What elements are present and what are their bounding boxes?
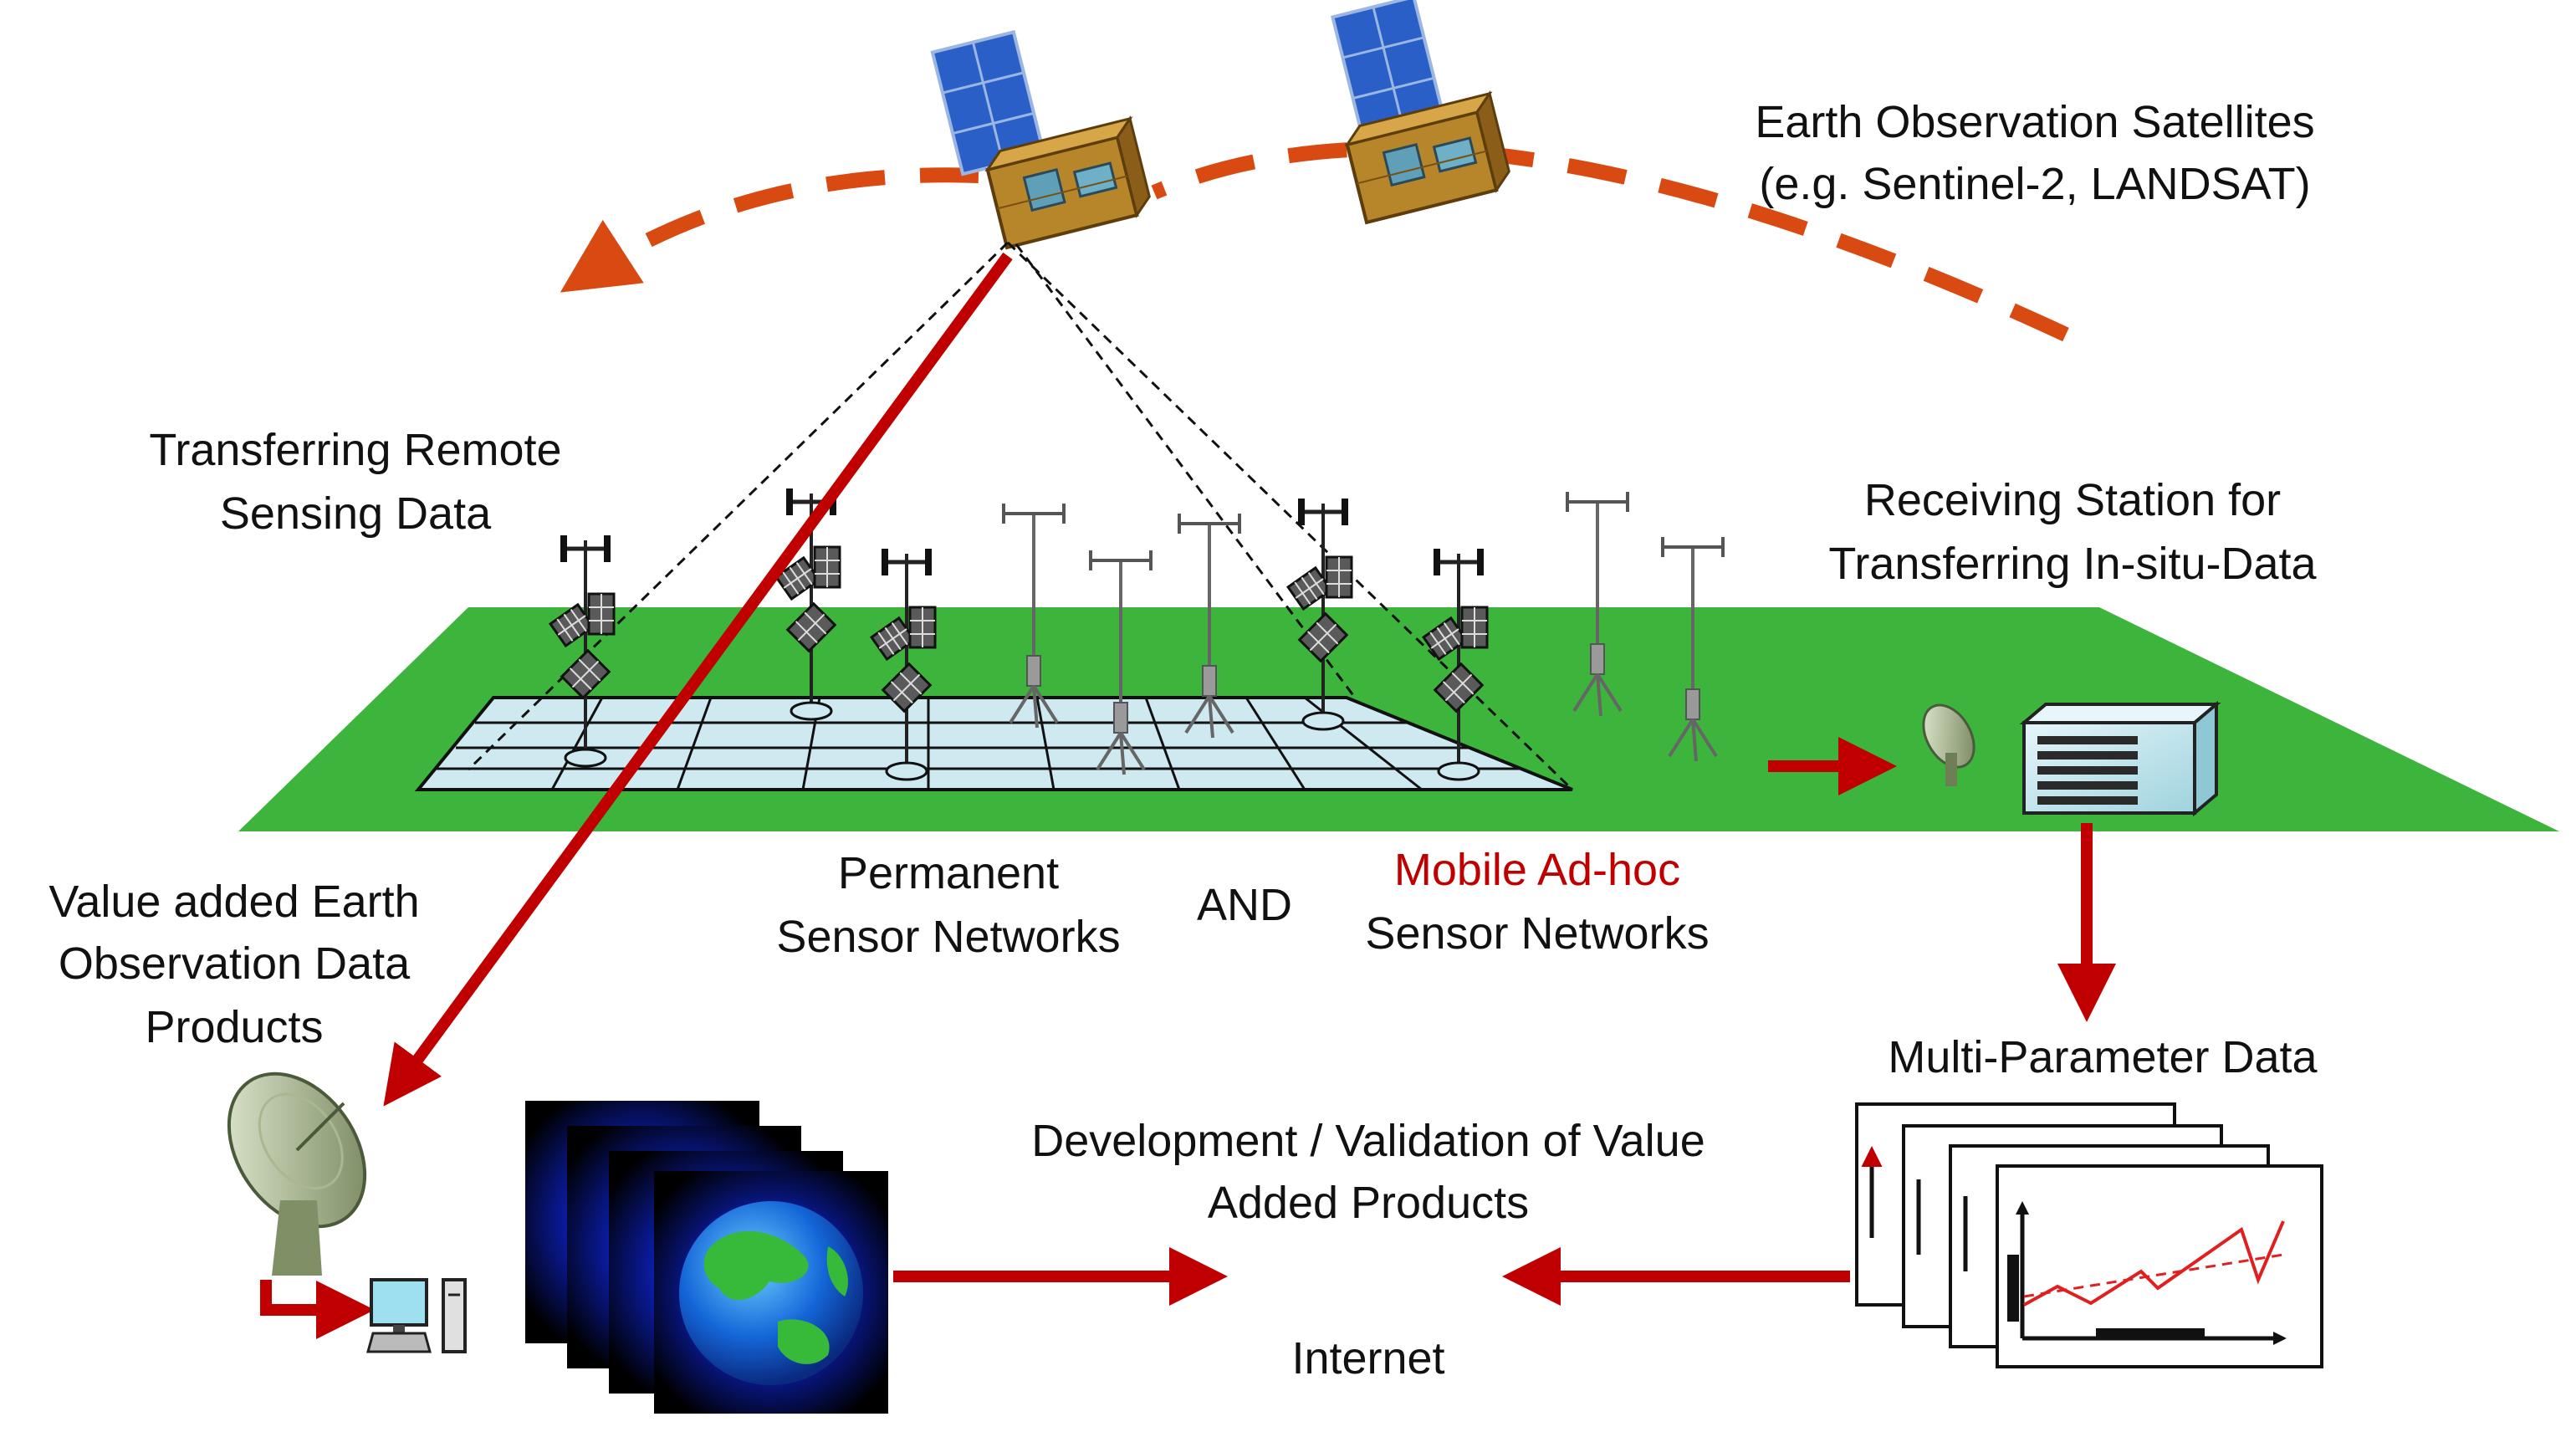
svg-text:Mobile Ad-hoc: Mobile Ad-hoc — [1394, 845, 1680, 895]
multi-parameter-label: Multi-Parameter Data — [1888, 1032, 2318, 1082]
svg-text:Earth Observation Satellites: Earth Observation Satellites — [1755, 97, 2314, 147]
value-added-label: Value added Earth Observation Data Produ… — [49, 877, 419, 1052]
solar-sensor-station-icon — [1288, 499, 1352, 731]
satellite-icon — [1330, 0, 1515, 224]
receiving-station-label: Receiving Station for Transferring In-si… — [1828, 475, 2317, 589]
remote-sensing-transfer-arrow — [383, 252, 1013, 1107]
dish-to-computer-arrow — [260, 1280, 375, 1339]
svg-text:Receiving Station for: Receiving Station for — [1864, 475, 2281, 525]
earth-globe-icon — [525, 1101, 888, 1414]
receiving-station-server-icon — [2019, 700, 2221, 817]
permanent-networks-label: Permanent Sensor Networks — [776, 848, 1120, 962]
internet-label: Internet — [1291, 1333, 1444, 1383]
svg-text:Sensor Networks: Sensor Networks — [776, 912, 1120, 962]
orbit-track — [560, 141, 2069, 342]
svg-text:Products: Products — [145, 1002, 323, 1052]
sensor-grid — [414, 696, 1573, 791]
transfer-remote-label: Transferring Remote Sensing Data — [149, 425, 561, 539]
mobile-networks-label: Mobile Ad-hoc Sensor Networks — [1365, 845, 1709, 959]
svg-text:(e.g. Sentinel-2, LANDSAT): (e.g. Sentinel-2, LANDSAT) — [1759, 159, 2310, 209]
desktop-computer-icon — [366, 1278, 467, 1353]
svg-text:Transferring In-situ-Data: Transferring In-situ-Data — [1828, 539, 2317, 589]
solar-sensor-station-icon — [550, 535, 614, 768]
satellite-icon — [930, 29, 1155, 249]
solar-sensor-station-icon — [776, 488, 840, 721]
satellites-label: Earth Observation Satellites (e.g. Senti… — [1755, 97, 2314, 209]
svg-text:Transferring Remote: Transferring Remote — [149, 425, 561, 475]
svg-text:Value added Earth: Value added Earth — [49, 877, 419, 927]
svg-text:Observation Data: Observation Data — [59, 938, 411, 989]
and-label: AND — [1197, 880, 1292, 930]
svg-text:Sensing Data: Sensing Data — [220, 488, 492, 539]
solar-sensor-station-icon — [871, 549, 935, 781]
svg-text:Permanent: Permanent — [838, 848, 1059, 898]
svg-text:Sensor Networks: Sensor Networks — [1365, 908, 1709, 959]
line-chart-icon — [1855, 1102, 2323, 1368]
satellite-dish-icon — [227, 1071, 367, 1276]
satellite-footprint — [467, 241, 1574, 791]
svg-text:Added Products: Added Products — [1208, 1178, 1529, 1228]
development-label: Development / Validation of Value Added … — [1031, 1116, 1705, 1228]
solar-sensor-station-icon — [1423, 549, 1487, 781]
satellite-dish-icon — [1922, 703, 1975, 786]
svg-text:Development / Validation of Va: Development / Validation of Value — [1031, 1116, 1705, 1166]
